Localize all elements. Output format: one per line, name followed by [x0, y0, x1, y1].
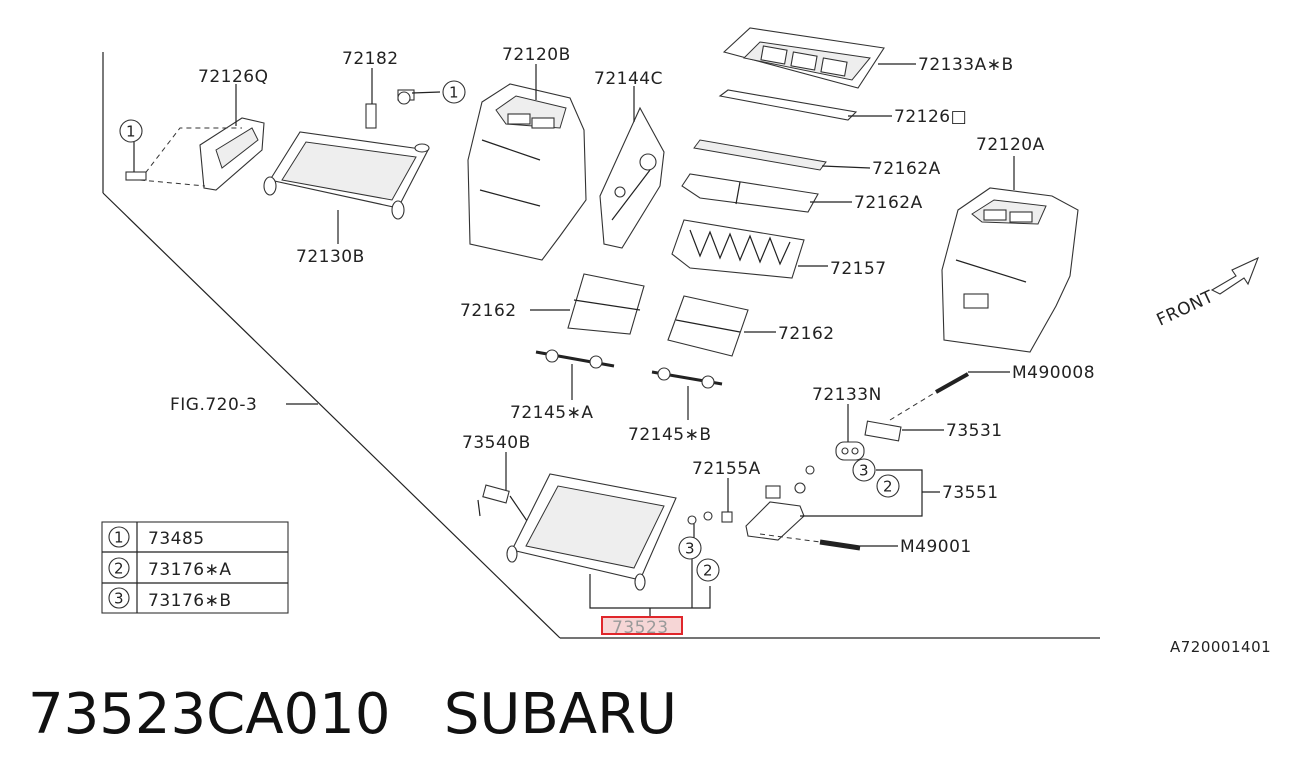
part-72133AB-drawing [722, 27, 885, 89]
part-72145B-drawing [651, 367, 723, 389]
callout-72157[interactable]: 72157 [830, 259, 887, 279]
svg-text:3: 3 [114, 590, 124, 608]
circle-ref-2-a: 2 [876, 474, 900, 498]
svg-text:73176∗B: 73176∗B [148, 591, 232, 611]
svg-text:2: 2 [883, 478, 893, 496]
part-72155A-drawing [721, 511, 733, 523]
callout-72162-1[interactable]: 72162 [460, 301, 517, 321]
diagram-code: A720001401 [1170, 638, 1271, 656]
callout-fig-720-3[interactable]: FIG.720-3 [170, 395, 257, 415]
callout-72126Q[interactable]: 72126Q [198, 67, 268, 87]
callout-73551[interactable]: 73551 [942, 483, 999, 503]
callout-72155A[interactable]: 72155A [692, 459, 761, 479]
svg-text:73176∗A: 73176∗A [148, 560, 231, 580]
callout-72133AB[interactable]: 72133A∗B [918, 55, 1014, 75]
part-72162-drawing-2 [667, 295, 749, 357]
callout-72182[interactable]: 72182 [342, 49, 399, 69]
svg-text:73485: 73485 [148, 529, 205, 549]
callout-72133N[interactable]: 72133N [812, 385, 882, 405]
callout-73540B[interactable]: 73540B [462, 433, 531, 453]
callout-73531[interactable]: 73531 [946, 421, 1003, 441]
part-72162A-drawing-2 [681, 173, 819, 213]
callout-72145A[interactable]: 72145∗A [510, 403, 593, 423]
leader-lines [133, 63, 1015, 618]
front-label: FRONT [1154, 287, 1217, 331]
part-72162-drawing-1 [567, 273, 645, 335]
part-number-title: 73523CA010 SUBARU [28, 682, 678, 747]
svg-text:1: 1 [114, 529, 124, 547]
callout-72162A-2[interactable]: 72162A [854, 193, 923, 213]
svg-text:1: 1 [449, 84, 459, 102]
circle-ref-3-a: 3 [852, 458, 876, 482]
callout-72145B[interactable]: 72145∗B [628, 425, 712, 445]
front-arrow-icon [1210, 256, 1259, 295]
svg-text:3: 3 [859, 462, 869, 480]
part-M490008-drawing [935, 372, 969, 394]
circle-ref-1-left: 1 [119, 119, 143, 143]
svg-text:3: 3 [685, 540, 695, 558]
legend-table: 1 73485 2 73176∗A 3 73176∗B [101, 521, 289, 614]
part-72133N-drawing [835, 441, 865, 461]
legend-row-3: 3 73176∗B [108, 587, 232, 611]
part-72130B-drawing [263, 131, 430, 220]
part-72182-drawing [365, 89, 415, 129]
callout-73523-highlighted[interactable]: 73523 [601, 616, 683, 638]
callout-72130B[interactable]: 72130B [296, 247, 365, 267]
circle-ref-2-b: 2 [696, 558, 720, 582]
svg-text:1: 1 [126, 123, 136, 141]
part-72162A-drawing-1 [693, 139, 827, 171]
part-72126O-drawing [718, 89, 858, 121]
part-72144C-drawing [599, 106, 665, 249]
part-72157-drawing [671, 219, 805, 279]
legend-row-1: 1 73485 [108, 526, 205, 549]
part-72120A-drawing [941, 187, 1079, 353]
callout-72162A-1[interactable]: 72162A [872, 159, 941, 179]
callout-72120B[interactable]: 72120B [502, 45, 571, 65]
part-72145A-drawing [535, 349, 615, 369]
part-73523-evaporator-drawing [506, 473, 713, 591]
circle-ref-1-top: 1 [442, 80, 466, 104]
diagram-border [102, 52, 1100, 639]
svg-text:2: 2 [114, 560, 124, 578]
part-M49001-drawing [759, 533, 861, 551]
svg-text:2: 2 [703, 562, 713, 580]
callout-72162-2[interactable]: 72162 [778, 324, 835, 344]
part-73531-drawing [864, 391, 937, 442]
svg-text:73523: 73523 [612, 618, 669, 638]
part-72120B-drawing [467, 83, 587, 261]
callout-M49001[interactable]: M49001 [900, 537, 972, 557]
legend-row-2: 2 73176∗A [108, 557, 231, 580]
circle-ref-3-b: 3 [678, 536, 702, 560]
callout-72144C[interactable]: 72144C [594, 69, 663, 89]
part-72126Q-drawing [125, 117, 265, 191]
callout-M490008[interactable]: M490008 [1012, 363, 1095, 383]
callout-72126O[interactable]: 72126□ [894, 107, 967, 127]
callout-72120A[interactable]: 72120A [976, 135, 1045, 155]
